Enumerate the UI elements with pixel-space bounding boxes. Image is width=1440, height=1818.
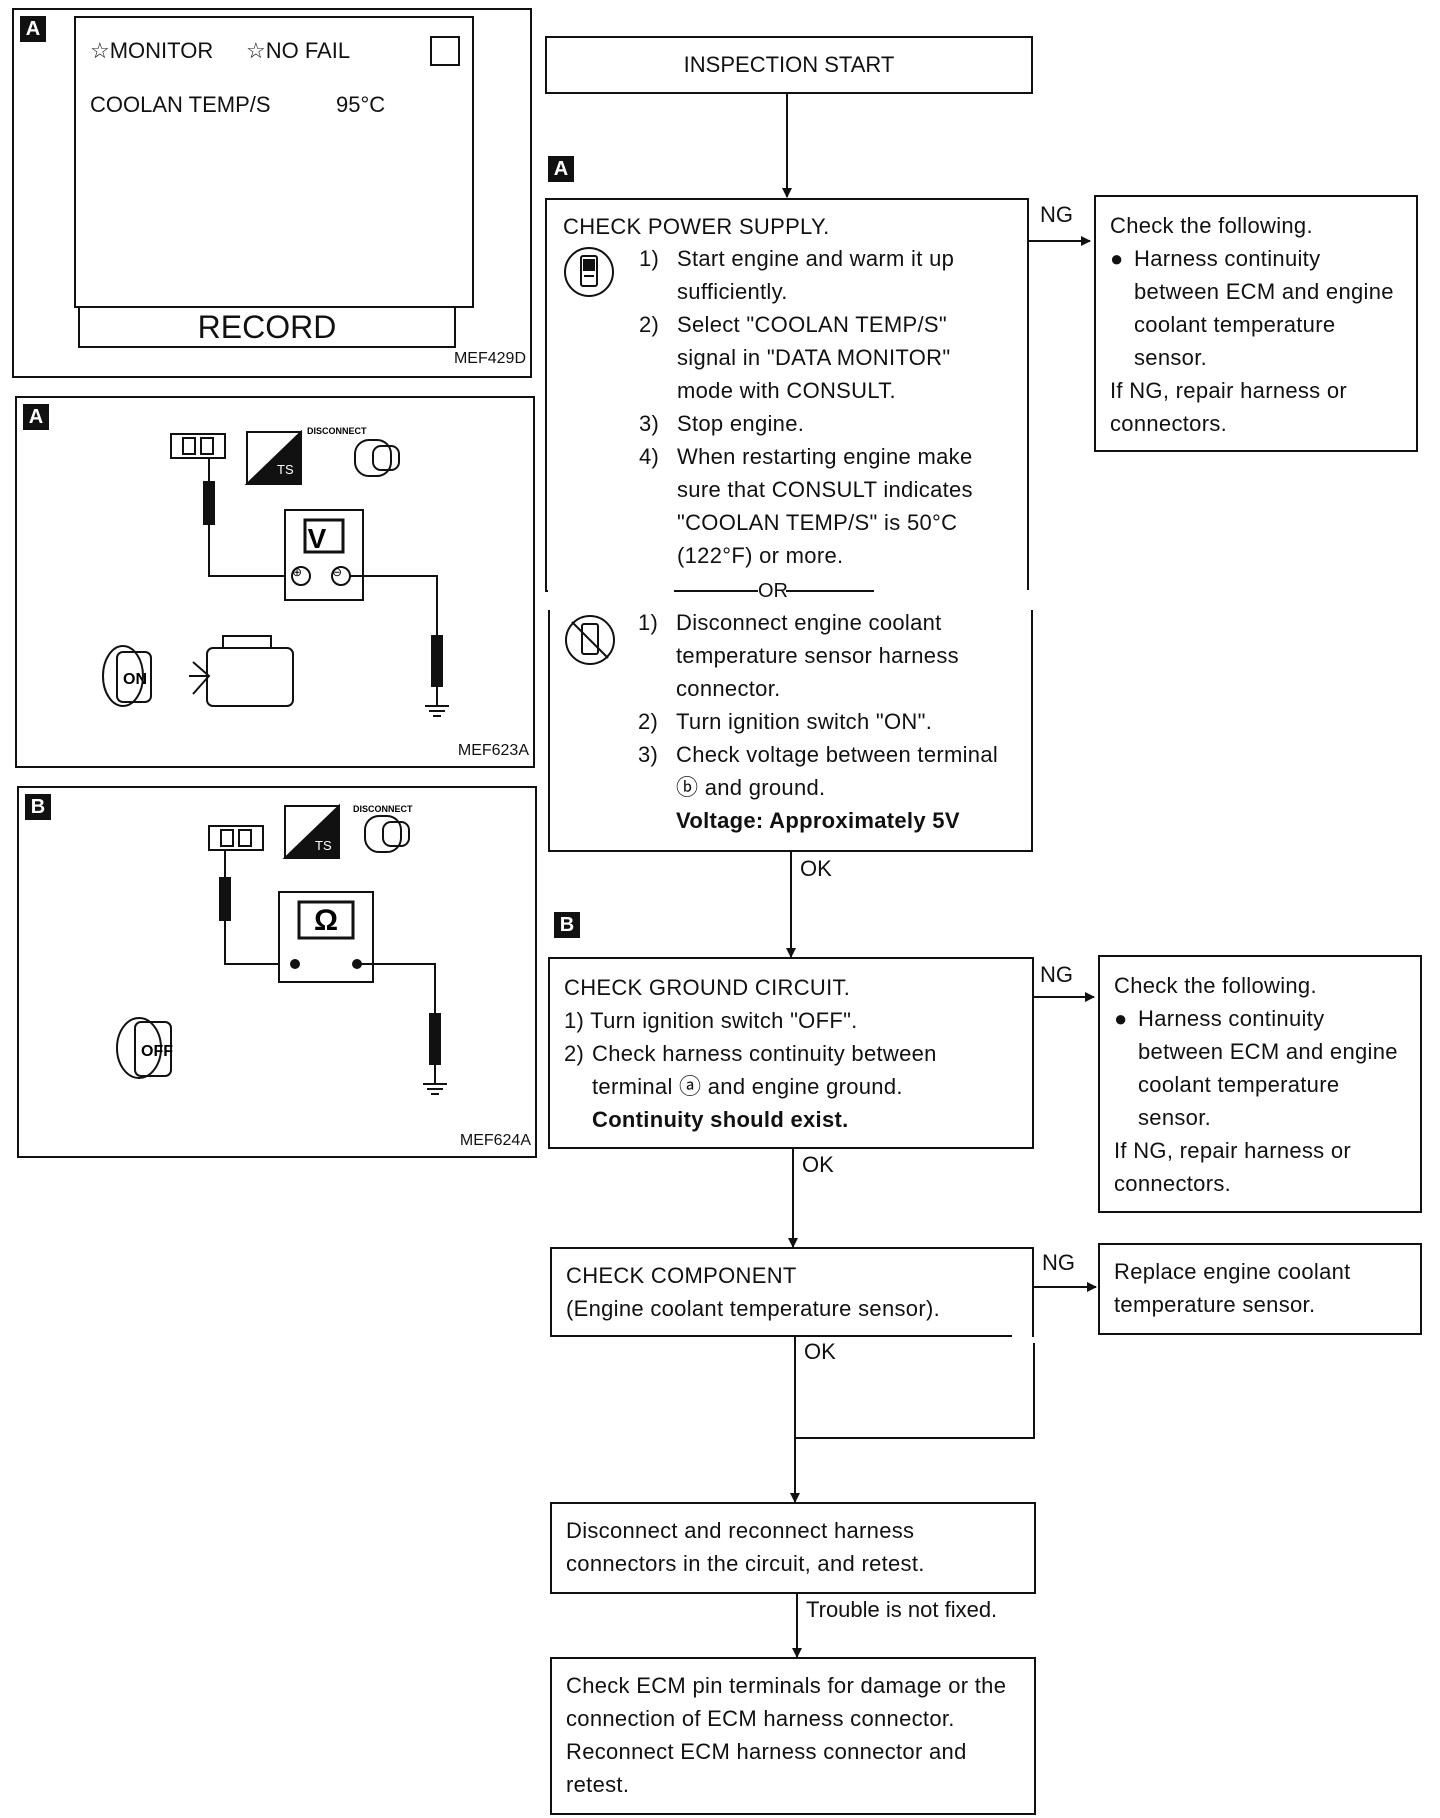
ignition-key-on-icon: ON <box>123 671 147 688</box>
panel-tag-a: A <box>20 16 46 42</box>
svg-text:⊖: ⊖ <box>332 565 342 579</box>
continuity-check-illustration: Ω TS DISCONNECT OFF <box>116 803 447 1095</box>
figure-code: MEF623A <box>457 742 529 759</box>
consult-display: ☆MONITOR ☆NO FAIL COOLAN TEMP/S 95°C <box>74 16 474 308</box>
disconnect-label: DISCONNECT <box>307 426 367 436</box>
power-step-4: 4)When restarting engine make sure that … <box>639 444 973 568</box>
record-button: RECORD <box>78 306 456 348</box>
bracket-component <box>795 1343 1035 1439</box>
reconnect-text: Disconnect and reconnect harness connect… <box>566 1518 925 1576</box>
ng1-tail: If NG, repair harness or connectors. <box>1110 378 1348 436</box>
ignition-key-off-icon: OFF <box>141 1043 173 1060</box>
check-component-box: CHECK COMPONENT (Engine coolant temperat… <box>550 1247 1034 1337</box>
figure-code: MEF429D <box>453 350 526 367</box>
component-sub: (Engine coolant temperature sensor). <box>566 1296 940 1321</box>
or-divider: OR <box>758 576 788 606</box>
ts-label: TS <box>277 462 294 477</box>
ecm-text: Check ECM pin terminals for damage or th… <box>566 1673 1007 1797</box>
component-title: CHECK COMPONENT <box>566 1263 797 1288</box>
ng2-head: Check the following. <box>1114 973 1317 998</box>
panel-tag-b: B <box>25 794 51 820</box>
ng-label-3: NG <box>1042 1250 1075 1275</box>
step-tag-a: A <box>548 156 574 182</box>
check-power-supply-alt-box: OR 1)Disconnect engine coolant temperatu… <box>548 576 1033 852</box>
inspection-start-box: INSPECTION START <box>545 36 1033 94</box>
alt-step-1: 1)Disconnect engine coolant temperature … <box>638 610 959 701</box>
power-step-1: 1)Start engine and warm it up sufficient… <box>639 246 955 304</box>
voltage-spec: Voltage: Approximately 5V <box>676 808 960 833</box>
no-tools-procedure: 1)Disconnect engine coolant temperature … <box>638 606 1014 837</box>
voltage-check-illustration: V ⊕ ⊖ TS DISCONNECT ON <box>102 426 449 717</box>
voltmeter-icon: V <box>308 523 327 554</box>
checkbox-icon <box>430 36 460 66</box>
ok-label-1: OK <box>800 856 832 881</box>
ng-check-box-1: Check the following. ●Harness continuity… <box>1094 195 1418 452</box>
alt-step-2: 2)Turn ignition switch "ON". <box>638 709 933 734</box>
ohmmeter-icon: Ω <box>314 904 338 937</box>
not-fixed-label: Trouble is not fixed. <box>806 1597 998 1622</box>
check-ground-circuit-box: CHECK GROUND CIRCUIT. 1) Turn ignition s… <box>548 957 1034 1149</box>
ground-step-2: 2)Check harness continuity between termi… <box>564 1041 937 1099</box>
ok-label-3: OK <box>804 1339 836 1364</box>
power-title: CHECK POWER SUPPLY. <box>563 214 830 239</box>
continuity-check-panel: B Ω TS DISCONNECT <box>17 786 537 1158</box>
ground-title: CHECK GROUND CIRCUIT. <box>564 975 851 1000</box>
ng-label-2: NG <box>1040 962 1073 987</box>
replace-sensor-box: Replace engine coolant temperature senso… <box>1098 1243 1422 1335</box>
consult-procedure: 1)Start engine and warm it up sufficient… <box>639 242 1011 572</box>
nofail-label: ☆NO FAIL <box>246 38 351 63</box>
ground-step-1: 1) Turn ignition switch "OFF". <box>564 1008 858 1033</box>
svg-text:⊕: ⊕ <box>292 565 302 579</box>
ng-check-box-2: Check the following. ●Harness continuity… <box>1098 955 1422 1213</box>
consult-icon <box>564 247 614 297</box>
param-name: COOLAN TEMP/S <box>90 92 271 117</box>
ok-label-2: OK <box>802 1152 834 1177</box>
monitor-label: ☆MONITOR <box>90 38 214 63</box>
step-tag-b: B <box>554 912 580 938</box>
voltage-check-panel: A V <box>15 396 535 768</box>
param-value: 95°C <box>336 92 386 117</box>
power-step-2: 2)Select "COOLAN TEMP/S" signal in "DATA… <box>639 312 951 403</box>
no-tools-icon <box>565 615 615 665</box>
panel-tag-a: A <box>23 404 49 430</box>
disconnect-label: DISCONNECT <box>353 804 413 814</box>
power-step-3: 3)Stop engine. <box>639 411 805 436</box>
ng1-item: ●Harness continuity between ECM and engi… <box>1110 246 1394 370</box>
reconnect-retest-box: Disconnect and reconnect harness connect… <box>550 1502 1036 1594</box>
alt-step-3: 3)Check voltage between terminal ⓑ and g… <box>638 742 999 800</box>
figure-code: MEF624A <box>459 1132 531 1149</box>
ts-label: TS <box>315 838 332 853</box>
ng1-head: Check the following. <box>1110 213 1313 238</box>
replace-sensor-text: Replace engine coolant temperature senso… <box>1114 1259 1351 1317</box>
ng2-item: ●Harness continuity between ECM and engi… <box>1114 1006 1398 1130</box>
ng2-tail: If NG, repair harness or connectors. <box>1114 1138 1352 1196</box>
consult-screen-panel: A ☆MONITOR ☆NO FAIL COOLAN TEMP/S 95°C R… <box>12 8 532 378</box>
check-power-supply-box: CHECK POWER SUPPLY. 1)Start engine and w… <box>545 198 1029 592</box>
continuity-spec: Continuity should exist. <box>592 1107 849 1132</box>
ng-label-1: NG <box>1040 202 1073 227</box>
check-ecm-box: Check ECM pin terminals for damage or th… <box>550 1657 1036 1815</box>
